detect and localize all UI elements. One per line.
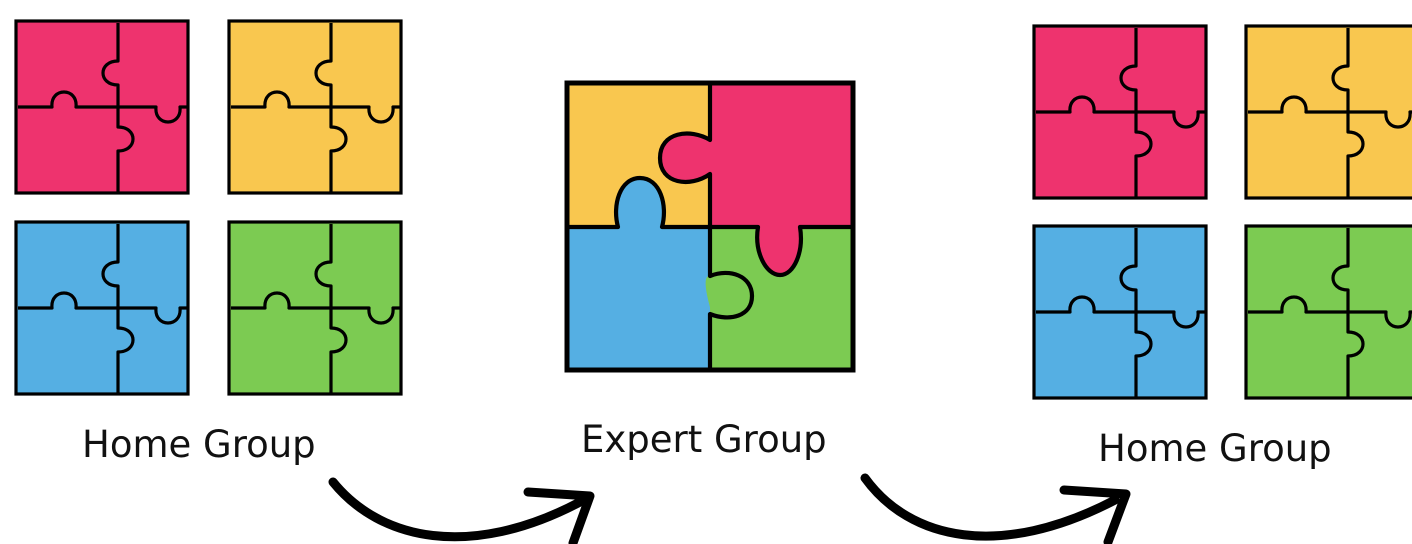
puzzle-pink-icon: [1032, 24, 1208, 200]
puzzle-blue-icon: [14, 220, 190, 396]
puzzle-yellow-icon: [227, 19, 403, 195]
expert-group-label: Expert Group: [581, 418, 827, 461]
curved-arrow-icon: [860, 473, 1131, 544]
puzzle-green-icon: [227, 220, 403, 396]
home-group-left: [14, 19, 403, 396]
puzzle-yellow-icon: [1244, 24, 1412, 200]
puzzle-blue-icon: [1032, 224, 1208, 400]
puzzle-pink-icon: [14, 19, 190, 195]
curved-arrow-icon: [328, 477, 595, 544]
puzzle-green-icon: [1244, 224, 1412, 400]
home-group-right: [1032, 24, 1412, 400]
expert-group-puzzle-icon: [564, 80, 856, 373]
home-group-label: Home Group: [1098, 427, 1332, 470]
home-group-label: Home Group: [82, 423, 316, 466]
